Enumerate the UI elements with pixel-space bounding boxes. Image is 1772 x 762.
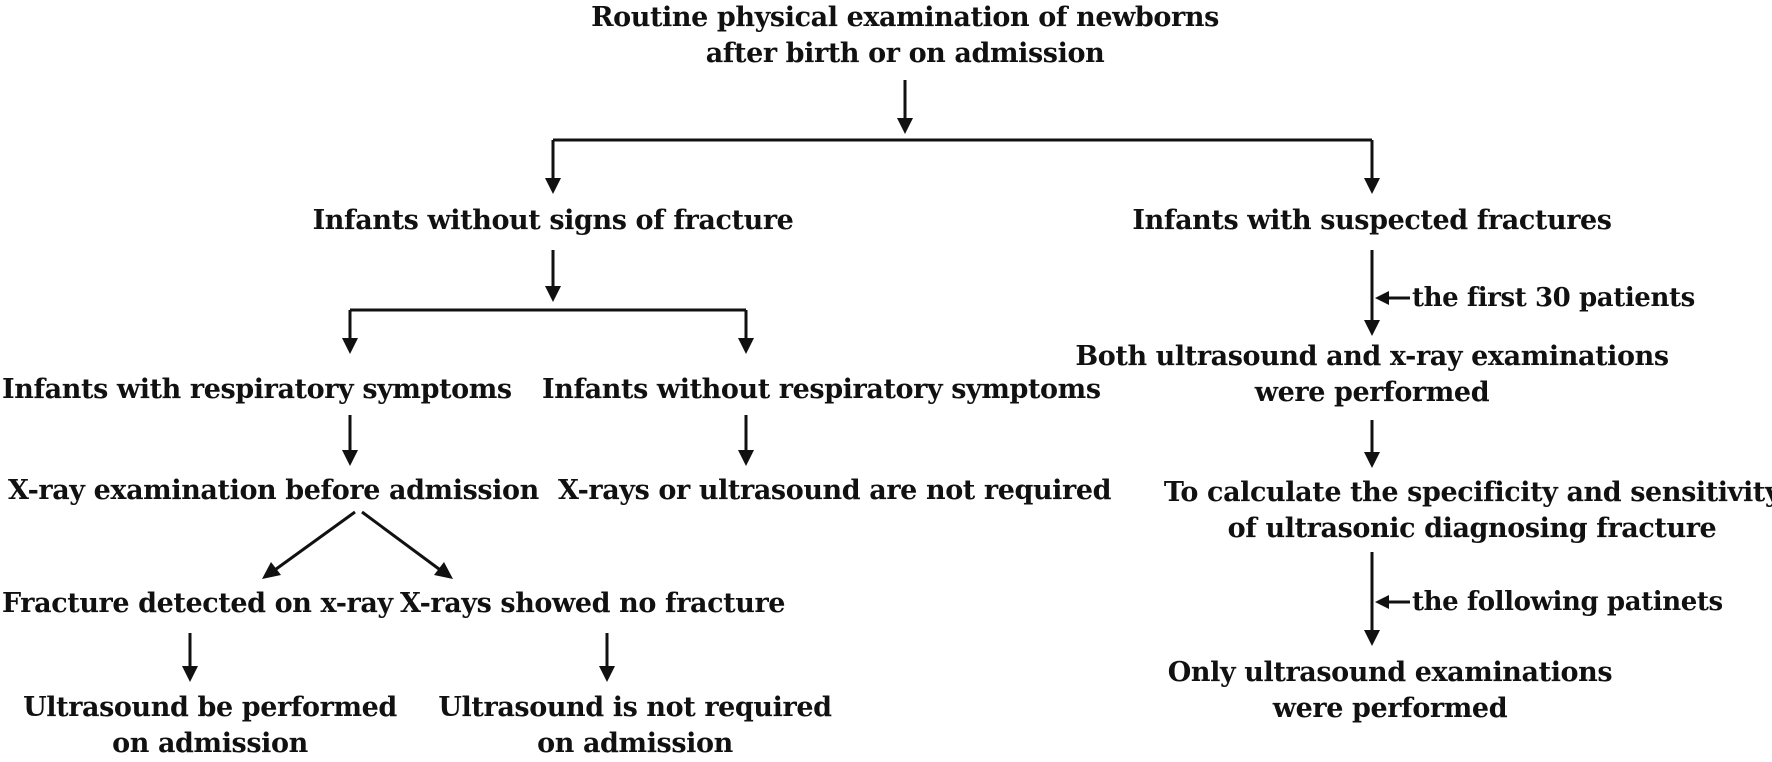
arrowhead xyxy=(342,338,358,354)
arrowhead xyxy=(1375,291,1389,305)
arrowhead xyxy=(1375,595,1389,609)
arrowhead xyxy=(738,450,754,466)
node-routine-line1: Routine physical examination of newborns xyxy=(591,2,1219,33)
node-only-ultrasound: Only ultrasound examinations were perfor… xyxy=(1167,655,1613,727)
node-calculate-line1: To calculate the specificity and sensiti… xyxy=(1163,477,1772,508)
node-routine-line2: after birth or on admission xyxy=(705,38,1105,69)
arrowhead xyxy=(897,118,913,134)
node-suspected-fractures: Infants with suspected fractures xyxy=(1132,205,1612,236)
arrowhead xyxy=(342,450,358,466)
node-calculate-specificity: To calculate the specificity and sensiti… xyxy=(1164,475,1772,547)
arrowhead xyxy=(738,338,754,354)
node-both-exams: Both ultrasound and x-ray examinations w… xyxy=(1075,339,1669,411)
node-us-performed-line1: Ultrasound be performed xyxy=(23,692,397,723)
arrowhead xyxy=(182,666,198,682)
annotation-following: the following patinets xyxy=(1412,587,1723,617)
arrowhead xyxy=(545,286,561,302)
node-calculate-line2: of ultrasonic diagnosing fracture xyxy=(1227,513,1717,544)
annotation-first-30: the first 30 patients xyxy=(1412,283,1695,313)
arrowhead xyxy=(1364,178,1380,194)
node-without-signs: Infants without signs of fracture xyxy=(312,205,794,236)
node-us-not-required-line2: on admission xyxy=(537,728,733,759)
connector-diag-right xyxy=(361,510,444,574)
arrowhead xyxy=(262,562,281,579)
arrowhead xyxy=(434,562,453,579)
arrowhead xyxy=(1364,452,1380,468)
node-us-performed-line2: on admission xyxy=(112,728,308,759)
connector-diag-left xyxy=(271,510,356,574)
node-only-us-line1: Only ultrasound examinations xyxy=(1167,657,1613,688)
arrowhead xyxy=(545,178,561,194)
arrowhead xyxy=(1364,630,1380,646)
node-no-fracture: X-rays showed no fracture xyxy=(400,588,786,619)
node-xray-us-not-required: X-rays or ultrasound are not required xyxy=(558,475,1112,506)
node-respiratory-symptoms: Infants with respiratory symptoms xyxy=(2,374,512,405)
node-xray-before-admission: X-ray examination before admission xyxy=(8,475,539,506)
arrowhead xyxy=(1364,320,1380,336)
arrowhead xyxy=(599,666,615,682)
node-both-exams-line1: Both ultrasound and x-ray examinations xyxy=(1075,341,1669,372)
node-only-us-line2: were performed xyxy=(1272,693,1508,724)
node-routine-exam: Routine physical examination of newborns… xyxy=(591,0,1219,72)
node-ultrasound-performed: Ultrasound be performed on admission xyxy=(23,690,397,762)
node-no-respiratory-symptoms: Infants without respiratory symptoms xyxy=(542,374,1101,405)
node-us-not-required-line1: Ultrasound is not required xyxy=(438,692,832,723)
node-ultrasound-not-required: Ultrasound is not required on admission xyxy=(438,690,832,762)
node-fracture-detected: Fracture detected on x-ray xyxy=(2,588,393,619)
node-both-exams-line2: were performed xyxy=(1254,377,1490,408)
